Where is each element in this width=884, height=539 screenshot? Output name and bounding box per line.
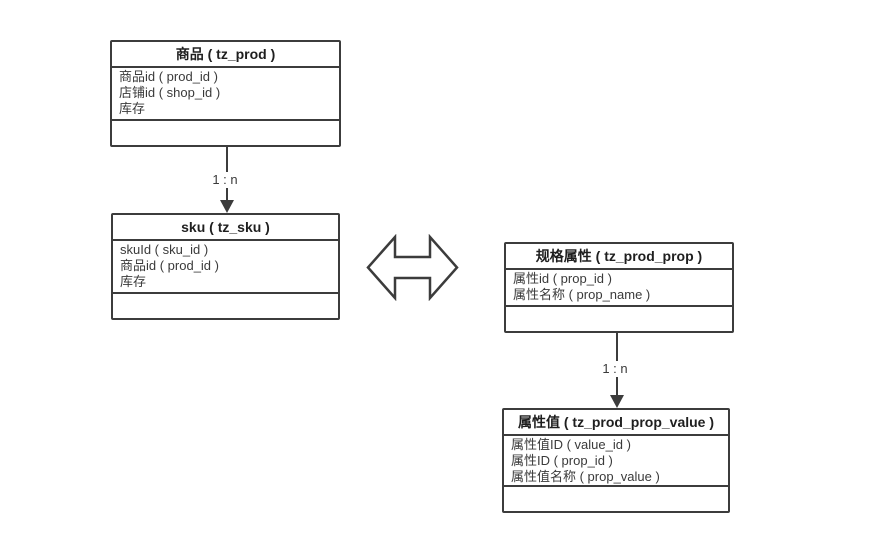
arrow-down-icon bbox=[610, 395, 624, 408]
entity-field: 商品id ( prod_id ) bbox=[120, 258, 219, 273]
entity-field: 属性值ID ( value_id ) bbox=[511, 437, 631, 452]
connector-prop-value-label: 1 : n bbox=[593, 361, 637, 377]
entity-field: 属性值名称 ( prop_value ) bbox=[511, 469, 660, 484]
entity-field: 属性id ( prop_id ) bbox=[513, 271, 612, 286]
entity-prop-value-fields: 属性值ID ( value_id ) 属性ID ( prop_id ) 属性值名… bbox=[504, 436, 728, 485]
entity-prop: 规格属性 ( tz_prod_prop ) 属性id ( prop_id ) 属… bbox=[504, 242, 734, 333]
entity-field: 商品id ( prod_id ) bbox=[119, 69, 218, 84]
entity-prop-fields: 属性id ( prop_id ) 属性名称 ( prop_name ) bbox=[506, 270, 732, 305]
double-headed-arrow-icon bbox=[366, 234, 459, 301]
entity-field: 属性名称 ( prop_name ) bbox=[513, 287, 651, 302]
entity-prop-title: 规格属性 ( tz_prod_prop ) bbox=[506, 244, 732, 270]
entity-sku-footer bbox=[113, 292, 338, 318]
entity-sku-title: sku ( tz_sku ) bbox=[113, 215, 338, 241]
entity-field: 库存 bbox=[120, 274, 147, 289]
entity-prop-value: 属性值 ( tz_prod_prop_value ) 属性值ID ( value… bbox=[502, 408, 730, 513]
entity-prop-value-footer bbox=[504, 485, 728, 511]
entity-prod-fields: 商品id ( prod_id ) 店铺id ( shop_id ) 库存 bbox=[112, 68, 339, 119]
entity-field: skuId ( sku_id ) bbox=[120, 242, 209, 257]
entity-prod-footer bbox=[112, 119, 339, 145]
entity-sku-fields: skuId ( sku_id ) 商品id ( prod_id ) 库存 bbox=[113, 241, 338, 292]
entity-prop-value-title: 属性值 ( tz_prod_prop_value ) bbox=[504, 410, 728, 436]
entity-prod-title: 商品 ( tz_prod ) bbox=[112, 42, 339, 68]
entity-prod: 商品 ( tz_prod ) 商品id ( prod_id ) 店铺id ( s… bbox=[110, 40, 341, 147]
entity-field: 属性ID ( prop_id ) bbox=[511, 453, 613, 468]
connector-prod-sku-label: 1 : n bbox=[203, 172, 247, 188]
entity-prop-footer bbox=[506, 305, 732, 331]
entity-sku: sku ( tz_sku ) skuId ( sku_id ) 商品id ( p… bbox=[111, 213, 340, 320]
arrow-down-icon bbox=[220, 200, 234, 213]
entity-field: 库存 bbox=[119, 101, 146, 116]
entity-field: 店铺id ( shop_id ) bbox=[119, 85, 221, 100]
